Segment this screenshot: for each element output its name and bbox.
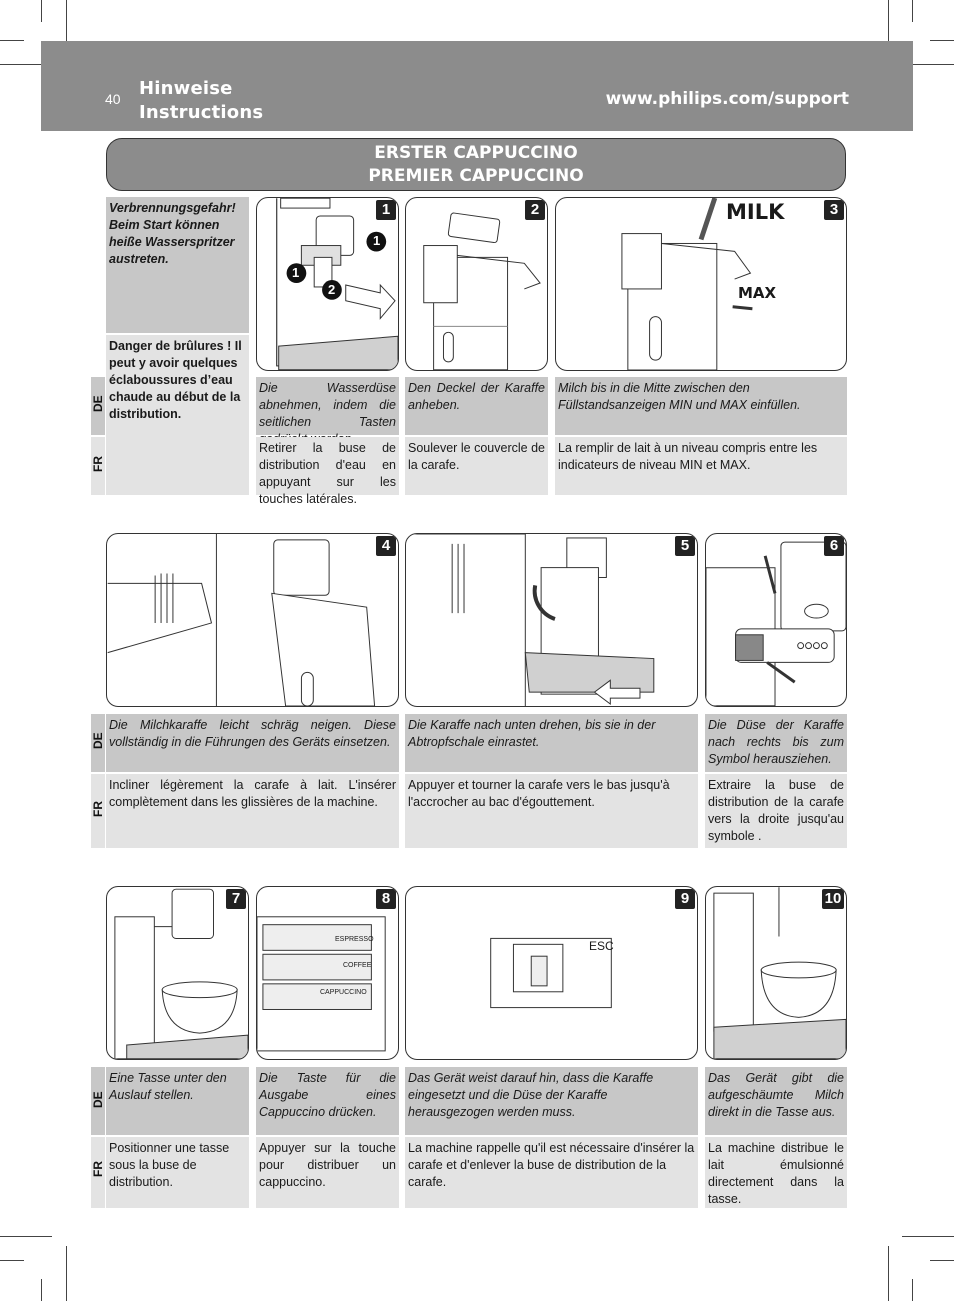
lang-label-fr: FR bbox=[91, 801, 105, 817]
max-label: MAX bbox=[738, 284, 777, 302]
crop-mark bbox=[66, 0, 67, 55]
step-8-de: Die Taste für die Ausgabe eines Cappucci… bbox=[256, 1067, 399, 1135]
step-3-de: Milch bis in die Mitte zwischen den Füll… bbox=[555, 377, 847, 435]
step-2-de: Den Deckel der Karaffe anheben. bbox=[405, 377, 548, 435]
illustration-step-7: 7 bbox=[106, 886, 249, 1060]
title-de: ERSTER CAPPUCCINO bbox=[374, 143, 578, 163]
carafe-illustration bbox=[423, 212, 541, 370]
milk-dispense-illustration bbox=[713, 887, 846, 1059]
illustration-step-1: 1 1 2 1 bbox=[256, 197, 399, 371]
coffee-button-label: COFFEE bbox=[343, 962, 372, 969]
step-number: 4 bbox=[376, 536, 396, 556]
callout-1-left: 1 bbox=[292, 265, 300, 280]
illustration-step-10: 10 bbox=[705, 886, 847, 1060]
lang-label-fr: FR bbox=[91, 456, 105, 472]
step-5-de: Die Karaffe nach unten drehen, bis sie i… bbox=[405, 714, 698, 772]
crop-mark bbox=[66, 1246, 67, 1301]
step-number: 8 bbox=[376, 889, 396, 909]
step-5-fr: Appuyer et tourner la carafe vers le bas… bbox=[405, 774, 698, 848]
callout-1-right: 1 bbox=[373, 233, 381, 248]
step-number: 9 bbox=[675, 889, 695, 909]
illustration-step-4: 4 bbox=[106, 533, 399, 707]
step-10-fr: La machine distribue le lait émulsionné … bbox=[705, 1137, 847, 1208]
step-number: 1 bbox=[376, 200, 396, 220]
crop-mark bbox=[902, 1236, 954, 1237]
step-10-de: Das Gerät gibt die aufgeschäumte Milch d… bbox=[705, 1067, 847, 1135]
nozzle-pull-illustration bbox=[706, 541, 846, 706]
step-4-de: Die Milchkaraffe leicht schräg neigen. D… bbox=[106, 714, 399, 772]
crop-mark bbox=[0, 40, 24, 41]
step-7-fr: Positionner une tasse sous la buse de di… bbox=[106, 1137, 249, 1208]
cup-placement-illustration bbox=[114, 888, 248, 1059]
step-number: 5 bbox=[675, 536, 695, 556]
step-3-fr: La remplir de lait à un niveau compris e… bbox=[555, 437, 847, 495]
warning-fr: Danger de brûlures ! Il peut y avoir que… bbox=[106, 335, 249, 495]
illustration-step-5: 5 bbox=[405, 533, 698, 707]
step-1-fr: Retirer la buse de distribution d'eau en… bbox=[256, 437, 399, 506]
milk-fill-illustration bbox=[621, 198, 753, 370]
warning-de: Verbrennungsgefahr! Beim Start können he… bbox=[106, 197, 249, 333]
callout-2: 2 bbox=[328, 282, 336, 297]
carafe-insert-illustration bbox=[107, 534, 376, 706]
step-number: 10 bbox=[822, 889, 844, 909]
cappuccino-button-label: CAPPUCCINO bbox=[320, 989, 367, 996]
lang-tab-fr bbox=[91, 437, 105, 495]
crop-mark bbox=[930, 40, 954, 41]
milk-label: MILK bbox=[726, 200, 785, 224]
page-header: 40 Hinweise Instructions www.philips.com… bbox=[41, 41, 913, 131]
crop-mark bbox=[888, 1246, 889, 1301]
carafe-lock-illustration bbox=[406, 534, 655, 706]
esc-label: ESC bbox=[589, 939, 614, 953]
step-number: 2 bbox=[525, 200, 545, 220]
lang-tab-fr bbox=[91, 1137, 105, 1208]
crop-mark bbox=[41, 0, 42, 22]
crop-mark bbox=[0, 64, 52, 65]
title-fr: PREMIER CAPPUCCINO bbox=[368, 166, 584, 186]
support-link[interactable]: www.philips.com/support bbox=[605, 89, 849, 109]
step-9-fr: La machine rappelle qu'il est nécessaire… bbox=[405, 1137, 698, 1208]
section-title-fr: Instructions bbox=[139, 102, 264, 123]
section-title-de: Hinweise bbox=[139, 78, 233, 99]
illustration-step-9: ESC 9 bbox=[405, 886, 698, 1060]
lang-tab-de bbox=[91, 714, 105, 772]
lang-tab-fr bbox=[91, 774, 105, 848]
illustration-step-6: 6 bbox=[705, 533, 847, 707]
lang-tab-de bbox=[91, 377, 105, 435]
step-number: 3 bbox=[824, 200, 844, 220]
page-number: 40 bbox=[105, 91, 121, 107]
step-7-de: Eine Tasse unter den Auslauf stellen. bbox=[106, 1067, 249, 1135]
step-6-fr: Extraire la buse de distribution de la c… bbox=[705, 774, 847, 848]
step-8-fr: Appuyer sur la touche pour distribuer un… bbox=[256, 1137, 399, 1208]
step-2-fr: Soulever le couvercle de la carafe. bbox=[405, 437, 548, 495]
crop-mark bbox=[0, 1236, 52, 1237]
step-9-de: Das Gerät weist darauf hin, dass die Kar… bbox=[405, 1067, 698, 1135]
crop-mark bbox=[0, 1260, 24, 1261]
lang-label-de: DE bbox=[91, 732, 105, 749]
crop-mark bbox=[902, 64, 954, 65]
crop-mark bbox=[912, 0, 913, 22]
step-4-fr: Incliner légèrement la carafe à lait. L'… bbox=[106, 774, 399, 848]
crop-mark bbox=[41, 1279, 42, 1301]
step-6-de: Die Düse der Karaffe nach rechts bis zum… bbox=[705, 714, 847, 772]
step-number: 7 bbox=[226, 889, 246, 909]
lang-tab-de bbox=[91, 1067, 105, 1135]
lang-label-fr: FR bbox=[91, 1161, 105, 1177]
page-title: ERSTER CAPPUCCINO PREMIER CAPPUCCINO bbox=[106, 138, 846, 191]
step-1-de: Die Wasserdüse abnehmen, indem die seitl… bbox=[256, 377, 399, 446]
machine-illustration bbox=[276, 198, 398, 370]
illustration-step-2: 2 bbox=[405, 197, 548, 371]
crop-mark bbox=[888, 0, 889, 55]
crop-mark bbox=[930, 1260, 954, 1261]
lang-label-de: DE bbox=[91, 1091, 105, 1108]
crop-mark bbox=[912, 1279, 913, 1301]
step-number: 6 bbox=[824, 536, 844, 556]
control-panel-illustration bbox=[257, 916, 386, 1052]
illustration-step-3: MILK MAX 3 bbox=[555, 197, 847, 371]
display-illustration bbox=[490, 937, 612, 1009]
lang-label-de: DE bbox=[91, 395, 105, 412]
illustration-step-8: ESPRESSO COFFEE CAPPUCCINO 8 bbox=[256, 886, 399, 1060]
espresso-button-label: ESPRESSO bbox=[335, 936, 374, 943]
